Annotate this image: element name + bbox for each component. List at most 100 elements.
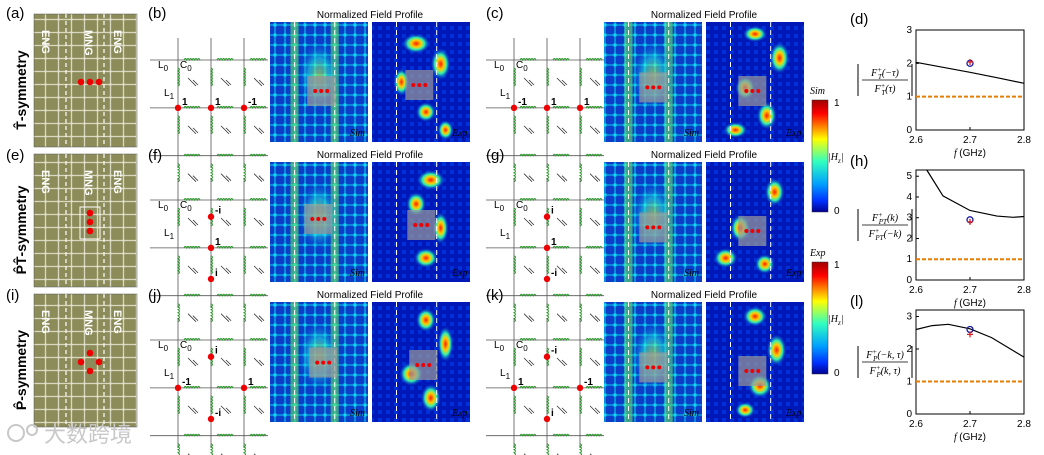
inductor [585,293,603,297]
source-dot [651,85,656,90]
inductor [552,245,570,250]
capacitor [220,405,232,415]
colorbar-quantity: |Hz| [828,152,843,165]
photo-region-label: ENG [39,310,51,334]
panel-label: (h) [850,153,868,170]
colorbar-quantity: |Hz| [828,314,843,327]
capacitor [556,265,568,275]
exp-marker [967,331,973,338]
x-tick-label: 2.7 [963,285,977,296]
field-hotspot [764,178,785,206]
node-value: 1 [248,377,254,388]
inductor [242,255,246,275]
sim-field-map: Sim [604,22,702,142]
inductor [209,255,213,275]
inductor [249,153,267,157]
node-value: 1 [215,237,221,248]
source-dot [756,89,761,93]
L1-label: L1 [164,368,175,381]
source-dot [421,363,426,367]
x-tick-label: 2.8 [1017,285,1031,296]
excited-node [510,104,518,112]
node-value: -1 [518,97,527,108]
capacitor [589,405,601,415]
ratio-denominator: F+T(τ) [874,82,897,97]
node-value: -i [551,268,557,279]
exp-label: Exp [785,408,802,419]
inductor [216,105,234,110]
exp-label: Exp [451,408,468,419]
inductor [552,105,570,110]
inductor [545,67,549,87]
inductor [519,58,537,62]
inductor [519,105,537,110]
exp-label: Exp [451,128,468,139]
field-profile-title: Normalized Field Profile [651,290,758,301]
panel-label: (a) [6,5,24,22]
source-dot [86,78,94,86]
C0-label: C0 [180,340,192,353]
excited-node [207,415,215,423]
panel-label: (i) [6,287,19,304]
inductor [519,385,537,390]
capacitor [523,405,535,415]
x-tick-label: 2.7 [963,419,977,430]
L0-label: L0 [158,340,169,353]
ratio-numerator: F+PT(k) [871,211,899,226]
field-profile-title: Normalized Field Profile [317,290,424,301]
watermark: 大数跨境 [7,423,132,448]
inductor [249,58,267,62]
photo-region-label: ENG [111,30,123,54]
source-dot [86,218,94,226]
photo-region-label: MNG [82,30,94,56]
source-dot [750,89,755,93]
watermark-logo [26,424,38,436]
excited-node [240,384,248,392]
sim-field-map: Sim [270,302,368,422]
ratio-curve [926,169,1025,218]
colorbar-gradient [811,99,829,213]
field-hotspot [437,120,454,140]
node-value: 1 [518,377,524,388]
photo-board [33,293,138,428]
capacitor [253,357,265,367]
photo-region-label: ENG [111,310,123,334]
capacitor [523,357,535,367]
inductor [552,338,570,342]
excited-node [543,213,551,220]
inductor [242,67,246,87]
inductor [249,105,267,110]
node-value: i [551,206,554,217]
inductor [585,338,603,342]
x-tick-label: 2.6 [909,135,923,146]
inductor [176,347,180,367]
inductor [512,207,516,227]
source-dot [327,360,332,365]
excited-node [174,104,182,112]
source-dot [95,78,103,86]
field-hotspot [402,33,431,54]
ratio-denominator: F+PT(−k) [868,227,903,242]
node-value: i [215,268,218,279]
inductor [176,207,180,227]
node-value: 1 [215,97,221,108]
y-tick-label: 1 [906,377,912,388]
y-tick-label: 5 [906,171,912,182]
excited-node [174,384,182,392]
capacitor [253,217,265,227]
inductor [578,67,582,87]
x-tick-label: 2.8 [1017,419,1031,430]
inductor [183,58,201,62]
exp-field-map: Exp [372,22,470,142]
inductor [183,153,201,157]
node-value: -1 [182,377,191,388]
inductor [585,198,603,202]
source-dot [744,89,749,93]
field-hotspot [754,254,775,274]
capacitor [556,357,568,367]
capacitor [253,313,265,322]
